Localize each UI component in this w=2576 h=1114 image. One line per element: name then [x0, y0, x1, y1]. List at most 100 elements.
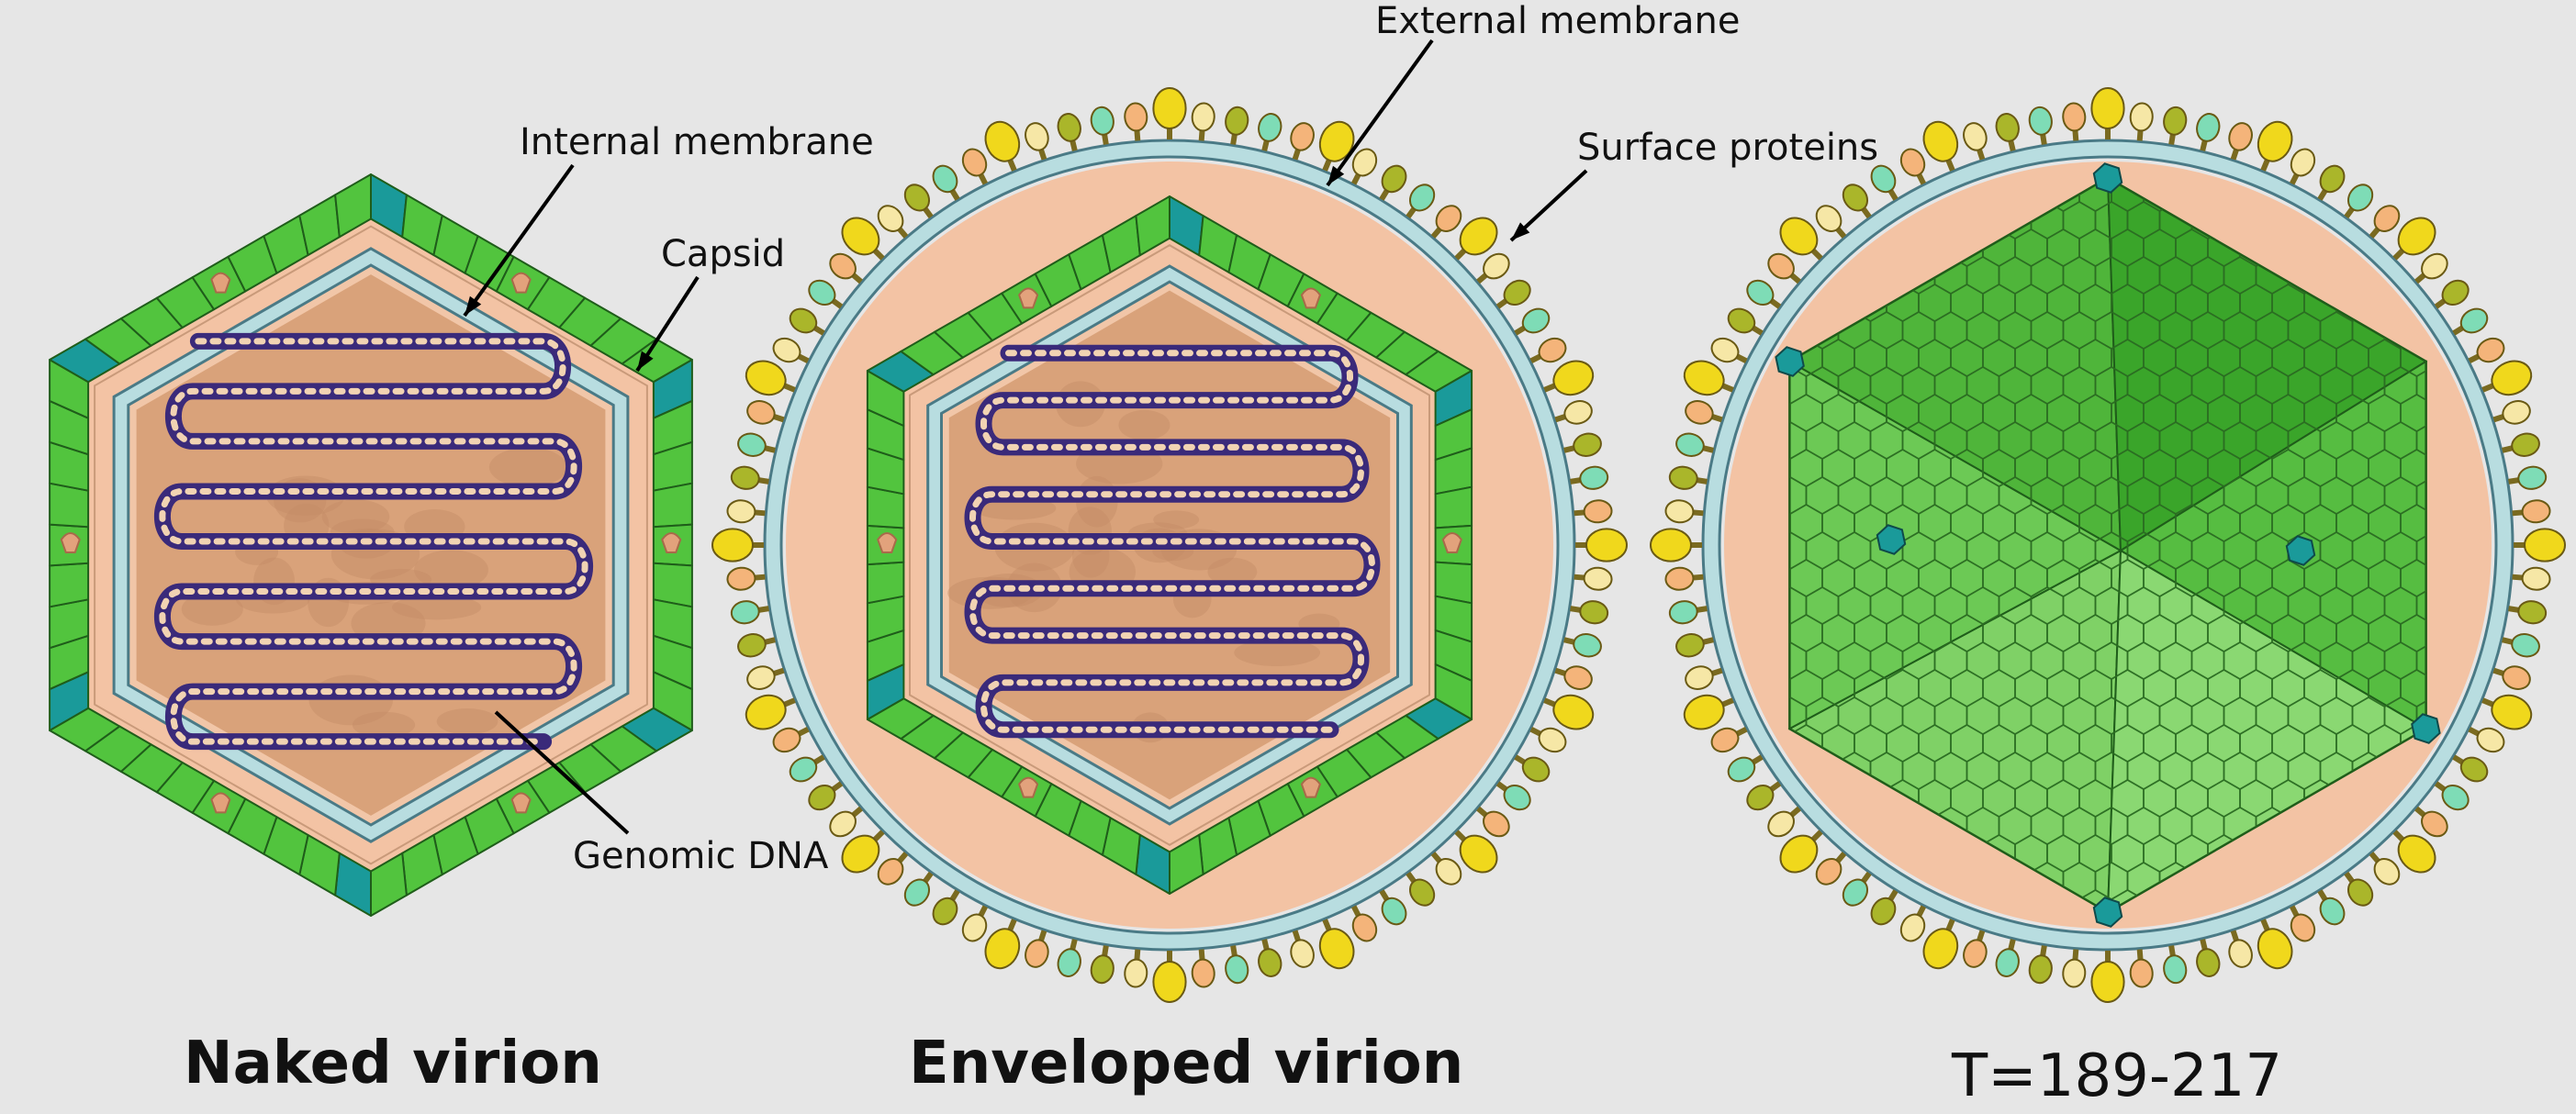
surface-protein [746, 400, 776, 425]
capsomer-hex [2481, 808, 2514, 844]
surface-protein [772, 337, 801, 363]
capsomer-hex [2304, 945, 2336, 982]
capsomer-hex [2514, 202, 2546, 239]
surface-protein [1090, 106, 1114, 136]
surface-protein [2441, 784, 2470, 811]
surface-protein [2476, 727, 2505, 753]
capsomer-hex [2561, 890, 2576, 927]
external-membrane [765, 140, 1574, 950]
capsomer-hex [2514, 918, 2546, 954]
capsomer-hex [2481, 147, 2514, 184]
capsomer-hex [2433, 174, 2465, 211]
surface-protein [1767, 810, 1795, 838]
capsomer [1169, 833, 1204, 895]
surface-protein [984, 928, 1021, 970]
capsomer [652, 482, 693, 529]
surface-protein [2090, 87, 2125, 129]
capsomer-hex [2561, 395, 2576, 431]
surface-protein [1767, 252, 1795, 280]
surface-protein [1538, 337, 1567, 363]
surface-protein [2163, 954, 2188, 985]
capsomer-hex [2415, 421, 2426, 460]
surface-protein [2441, 279, 2470, 306]
capsomer-hex [2546, 202, 2576, 239]
capsomer-hex [2385, 918, 2417, 954]
enveloped-virion-caption: Enveloped virion [909, 1030, 1464, 1097]
capsomer-hex [2497, 890, 2529, 927]
capsomer-hex [1710, 863, 1742, 899]
surface-protein [1521, 756, 1551, 783]
capsomer-hex [1775, 918, 1807, 954]
core-texture [488, 447, 567, 487]
surface-protein [1683, 694, 1725, 730]
capsomer-hex [2514, 147, 2546, 184]
surface-protein [1899, 913, 1926, 942]
surface-protein [1459, 217, 1498, 256]
capsomer-hex [1789, 178, 1823, 212]
capsomer-hex [1710, 202, 1742, 239]
capsomer-hex [2529, 340, 2561, 376]
capsomer-hex [1822, 945, 1854, 982]
membrane-protein [1300, 287, 1322, 309]
surface-protein [2062, 958, 2087, 988]
core-texture [1153, 510, 1200, 529]
core-texture [1234, 639, 1321, 667]
capsid-leader-arrowhead [637, 351, 654, 371]
capsomer-hex [2561, 284, 2576, 321]
surface-protein [1225, 106, 1249, 136]
surface-protein [2502, 665, 2531, 690]
surface-protein [877, 858, 904, 886]
surface-protein [2319, 164, 2346, 194]
surface-protein [932, 164, 958, 194]
external-membrane-inner-edge [779, 155, 1560, 935]
capsomer-hex [2529, 945, 2561, 982]
surface-protein [726, 499, 756, 524]
capsomer-hex [2465, 229, 2497, 266]
surface-protein [772, 727, 801, 753]
capsomer-hex [2465, 174, 2497, 211]
capsomer-hex [2561, 229, 2576, 266]
surface-protein [1483, 810, 1510, 838]
surface-protein [829, 810, 857, 838]
surface-protein [808, 784, 836, 811]
capsomer-hex [2546, 752, 2576, 789]
capsomer-hex [2415, 178, 2426, 184]
capsomer-hex [1854, 945, 1887, 982]
surface-protein [1258, 948, 1282, 977]
capsomer-hex [2514, 257, 2546, 294]
naked-virion-caption: Naked virion [184, 1030, 602, 1097]
surface-protein [2257, 120, 2293, 162]
surface-protein [1922, 928, 1959, 970]
surface-protein [1675, 432, 1705, 457]
capsomer-hex [2529, 835, 2561, 872]
membrane-protein [1300, 776, 1322, 798]
surface-protein [1025, 122, 1049, 151]
surface-protein [1668, 600, 1698, 625]
surface-protein [1090, 954, 1114, 985]
surface-protein [2129, 958, 2154, 988]
capsomer-hex [2529, 725, 2561, 762]
surface-protein [2521, 499, 2551, 524]
capsid-label: Capsid [661, 233, 786, 275]
capsomer-hex [1742, 918, 1775, 954]
capsomer-hex [1839, 918, 1871, 954]
surface-protein [737, 432, 767, 457]
surface-protein [2397, 834, 2436, 874]
surface-protein [1870, 897, 1897, 926]
surface-protein [1503, 784, 1531, 811]
capsomer-hex [2561, 340, 2576, 376]
capsomer-hex [2368, 889, 2402, 912]
capsomer-hex [2497, 174, 2529, 211]
capsomer-hex [1726, 835, 1758, 872]
surface-protein [1573, 633, 1602, 658]
surface-protein [2476, 337, 2505, 363]
surface-protein [1779, 834, 1819, 874]
external-membrane-leader-arrowhead [1327, 165, 1345, 185]
capsomer-hex [1789, 178, 1791, 212]
surface-protein [1675, 633, 1705, 658]
surface-protein [1963, 122, 1988, 151]
capsomer-hex [2497, 945, 2529, 982]
core-texture [414, 550, 488, 590]
surface-protein [2257, 928, 2293, 970]
surface-protein [1258, 113, 1282, 142]
